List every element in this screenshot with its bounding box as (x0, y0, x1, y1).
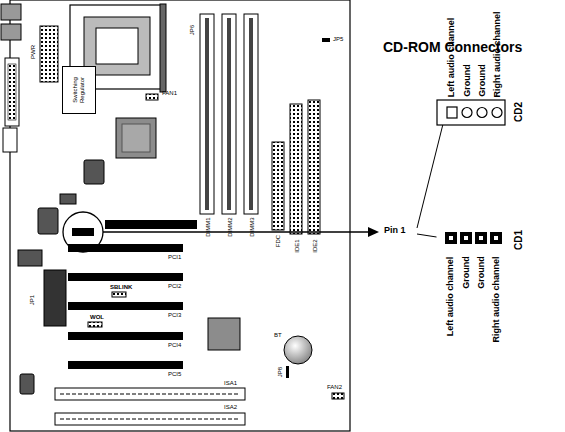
round-pin (492, 108, 502, 118)
chip (20, 374, 34, 394)
chip (38, 208, 58, 234)
connector-label: IDE2 (311, 239, 317, 252)
ps2-port (1, 24, 21, 40)
connector-label: PWR (30, 45, 36, 59)
pci-slot (68, 273, 183, 281)
pointer-arrow (103, 231, 370, 233)
pin-header (490, 232, 502, 244)
connector-label: JP1 (29, 295, 35, 305)
fan-header (146, 94, 158, 100)
dimm-slot (200, 14, 214, 214)
pin-function-label: Ground (476, 256, 485, 289)
pci-slot (68, 244, 183, 252)
parallel-port (5, 58, 19, 126)
connector-label: ISA1 (224, 380, 237, 386)
connector-label: DIMM2 (226, 217, 232, 236)
pin-function-label: Left audio channel (447, 17, 456, 97)
ide-connector (308, 100, 320, 234)
chip (84, 160, 104, 184)
connector-label: FAN1 (162, 90, 177, 96)
chipset (116, 118, 156, 158)
connector-label: FAN2 (327, 384, 342, 390)
pin-header (460, 232, 472, 244)
dimm-slot (222, 14, 236, 214)
connector-label: JP8 (277, 367, 283, 377)
cd-connector (72, 228, 94, 236)
jumper (286, 366, 289, 378)
pin-function-label: Right audio channel (493, 11, 502, 97)
pin-header (475, 232, 487, 244)
pin-function-label: Ground (477, 64, 486, 97)
socket-center (96, 28, 138, 64)
fan-header (332, 393, 344, 399)
chipset-die (122, 124, 150, 152)
port-pins (8, 64, 16, 120)
sblink-header (112, 292, 126, 297)
connector-label: WOL (90, 314, 104, 320)
power-connector (40, 26, 58, 82)
connector-label: DIMM3 (248, 217, 254, 236)
jumper (322, 38, 330, 42)
connector-label: JP6 (189, 25, 195, 35)
pin (479, 236, 483, 240)
cd1-connector (437, 228, 505, 250)
connector-label: PCI5 (168, 371, 181, 377)
pin (449, 236, 453, 240)
cd2-connector (437, 100, 505, 125)
isa-contacts (60, 394, 240, 395)
fdc-connector (272, 142, 284, 230)
io-chip (44, 270, 66, 326)
pin (494, 236, 498, 240)
component-label: Switching Regulator (72, 68, 86, 112)
dimm-slot (244, 14, 258, 214)
board-outline (10, 0, 350, 431)
connector-label: JP5 (333, 36, 343, 42)
round-pin (477, 108, 487, 118)
connector-label: DIMM1 (204, 217, 210, 236)
regulator-box: Switching Regulator (62, 66, 96, 114)
pin-function-label: Ground (461, 256, 470, 289)
arrowhead (368, 227, 379, 237)
pin-function-label: Ground (462, 64, 471, 97)
dimm-key (249, 18, 253, 210)
connector-label: CD2 (514, 102, 524, 122)
socket-lever (160, 4, 166, 92)
pci-slot (68, 361, 183, 369)
pin-function-label: Left audio channel (446, 256, 455, 336)
chip (60, 194, 76, 204)
wol-header (88, 322, 102, 327)
connector-label: BT (274, 332, 282, 338)
connector-label: IDE1 (293, 239, 299, 252)
connector-label: PCI4 (168, 342, 181, 348)
square-pin (447, 107, 457, 118)
pin-label: Pin 1 (384, 226, 406, 235)
round-pin (462, 108, 472, 118)
pci-slot (68, 302, 183, 310)
ide-connector (290, 104, 302, 234)
connector-label: CD1 (514, 230, 524, 250)
connector-label: PCI3 (168, 312, 181, 318)
connector-label: PCI1 (168, 254, 181, 260)
isa-slot (55, 413, 245, 425)
pin-function-label: Right audio channel (492, 256, 501, 342)
bios-chip (208, 318, 240, 350)
chip (18, 250, 42, 266)
connector-label: FDC (275, 235, 281, 247)
pin (464, 236, 468, 240)
pci-slot (68, 332, 183, 340)
isa-slot (55, 388, 245, 400)
dimm-key (205, 18, 209, 210)
ps2-port (1, 4, 21, 20)
isa-contacts (60, 419, 240, 420)
serial-port (3, 128, 17, 152)
agp-slot (105, 220, 197, 229)
dimm-key (227, 18, 231, 210)
connector-label: ISA2 (224, 404, 237, 410)
connector-label: SBLINK (110, 284, 132, 290)
leader-line (417, 116, 445, 228)
pin-header (445, 232, 457, 244)
battery (284, 336, 312, 364)
connector-label: PCI2 (168, 283, 181, 289)
